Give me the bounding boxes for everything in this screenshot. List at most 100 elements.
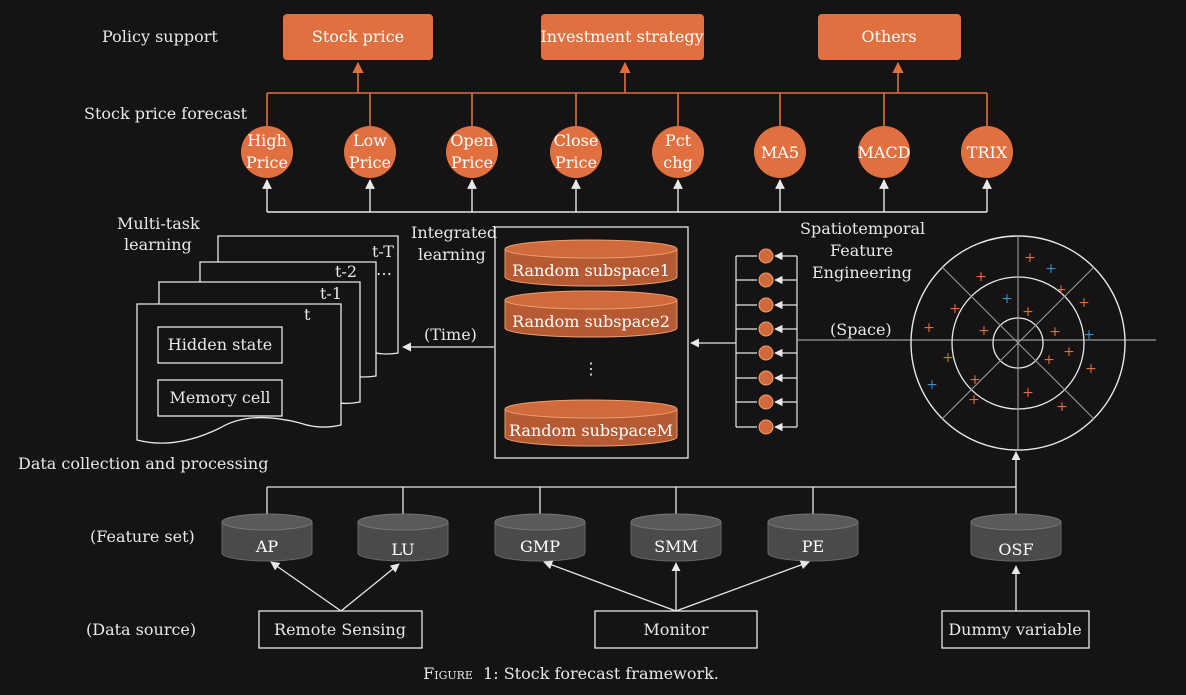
policy-support-label: Policy support — [102, 27, 218, 46]
blue-plus-icon: + — [1001, 291, 1013, 307]
svg-text:AP: AP — [255, 537, 279, 556]
feature-node — [758, 394, 774, 410]
svg-text:GMP: GMP — [520, 537, 560, 556]
svg-text:Price: Price — [246, 153, 288, 172]
svg-text:SMM: SMM — [654, 537, 698, 556]
indicator-high-price: High Price — [241, 126, 293, 178]
feature-set-label: (Feature set) — [90, 527, 195, 546]
figure-caption: Figure 1: Stock forecast framework. — [423, 664, 719, 683]
feature-node — [758, 345, 774, 361]
policy-label: Stock price — [312, 27, 404, 46]
random-subspace-m: Random subspaceM — [504, 399, 678, 447]
source-box-remote-sensing: Remote Sensing — [258, 610, 423, 649]
policy-box-stock-price: Stock price — [283, 14, 433, 60]
indicator-low-price: Low Price — [344, 126, 396, 178]
integrated-label: Integrated — [411, 223, 497, 242]
frame-label-tT: t-T — [372, 242, 394, 261]
frame-label-t: t — [304, 305, 311, 324]
policy-box-others: Others — [818, 14, 961, 60]
hidden-state-box: Hidden state — [157, 326, 283, 364]
svg-text:Hidden state: Hidden state — [168, 335, 273, 354]
subspace-dots: ⋮ — [583, 359, 599, 378]
spatial-points: + + + + + + + + + + + + + + + + + + + + … — [923, 250, 1097, 415]
policy-box-investment-strategy: Investment strategy — [540, 14, 704, 60]
data-collection-label: Data collection and processing — [18, 454, 268, 473]
feature-nodes — [758, 248, 774, 435]
integrated-label-2: learning — [418, 245, 486, 264]
data-source-label: (Data source) — [86, 620, 196, 639]
svg-text:MACD: MACD — [857, 143, 910, 162]
feature-node-ladder — [735, 251, 798, 432]
blue-plus-icon: + — [926, 377, 938, 393]
feature-node — [758, 248, 774, 264]
svg-text:Random subspace2: Random subspace2 — [512, 312, 670, 331]
feature-cylinder-pe: PE — [767, 513, 859, 562]
indicator-to-policy-bus — [266, 61, 988, 128]
svg-text:Price: Price — [451, 153, 493, 172]
feature-node — [758, 297, 774, 313]
orange-plus-icon: + — [968, 392, 980, 408]
svg-text:Close: Close — [554, 131, 599, 150]
indicator-ma5: MA5 — [754, 126, 806, 178]
orange-plus-icon: + — [1063, 344, 1075, 360]
orange-plus-icon: + — [949, 301, 961, 317]
feature-cylinder-gmp: GMP — [494, 513, 586, 562]
orange-plus-icon: + — [1024, 250, 1036, 266]
svg-text:Pct: Pct — [665, 131, 692, 150]
frame-t — [136, 303, 342, 444]
feature-cylinder-osf: OSF — [970, 513, 1062, 562]
orange-plus-icon: + — [1022, 304, 1034, 320]
random-subspace-2: Random subspace2 — [504, 290, 678, 338]
blue-plus-icon: + — [1083, 327, 1095, 343]
feature-set-bus — [266, 451, 1021, 520]
svg-text:Random subspaceM: Random subspaceM — [509, 421, 673, 440]
svg-text:Dummy variable: Dummy variable — [948, 620, 1081, 639]
time-frame-stack — [136, 235, 399, 444]
orange-plus-icon: + — [975, 269, 987, 285]
source-box-monitor: Monitor — [594, 610, 758, 649]
indicator-macd: MACD — [857, 126, 911, 178]
svg-text:Open: Open — [450, 131, 493, 150]
feature-cylinder-smm: SMM — [630, 513, 722, 562]
source-box-dummy-variable: Dummy variable — [941, 610, 1090, 649]
indicator-open-price: Open Price — [446, 126, 498, 178]
indicator-close-price: Close Price — [550, 126, 602, 178]
feature-cylinder-lu: LU — [357, 513, 449, 562]
svg-text:Random subspace1: Random subspace1 — [512, 261, 670, 280]
svg-text:PE: PE — [802, 537, 824, 556]
spatio-label-3: Engineering — [812, 263, 912, 282]
spatial-grid — [910, 235, 1126, 451]
spatio-label-2: Feature — [830, 241, 893, 260]
orange-plus-icon: + — [1085, 361, 1097, 377]
svg-text:LU: LU — [391, 540, 414, 559]
feedback-bus — [262, 179, 992, 213]
policy-label: Investment strategy — [540, 27, 703, 46]
frame-label-t2: t-2 — [335, 262, 357, 281]
svg-text:Remote Sensing: Remote Sensing — [274, 620, 406, 639]
svg-text:Low: Low — [353, 131, 387, 150]
feature-cylinder-ap: AP — [221, 513, 313, 562]
policy-label: Others — [861, 27, 916, 46]
orange-plus-icon: + — [1049, 324, 1061, 340]
svg-text:Monitor: Monitor — [643, 620, 709, 639]
integrated-learning-box — [494, 226, 689, 459]
orange-plus-icon: + — [978, 323, 990, 339]
random-subspace-1: Random subspace1 — [504, 239, 678, 287]
svg-text:High: High — [247, 131, 287, 150]
svg-text:chg: chg — [663, 153, 693, 172]
orange-plus-icon: + — [1056, 399, 1068, 415]
feature-node — [758, 321, 774, 337]
svg-text:Price: Price — [349, 153, 391, 172]
stock-price-forecast-label: Stock price forecast — [84, 104, 248, 123]
feature-node — [758, 370, 774, 386]
blue-plus-icon: + — [1045, 261, 1057, 277]
frame-label-t1: t-1 — [320, 284, 342, 303]
svg-text:Price: Price — [555, 153, 597, 172]
multi-task-label-2: learning — [124, 235, 192, 254]
indicator-trix: TRIX — [961, 126, 1013, 178]
caption-prefix: Figure — [423, 664, 473, 683]
multi-task-label: Multi-task — [117, 214, 200, 233]
space-label: (Space) — [830, 320, 892, 339]
orange-plus-icon: + — [969, 372, 981, 388]
